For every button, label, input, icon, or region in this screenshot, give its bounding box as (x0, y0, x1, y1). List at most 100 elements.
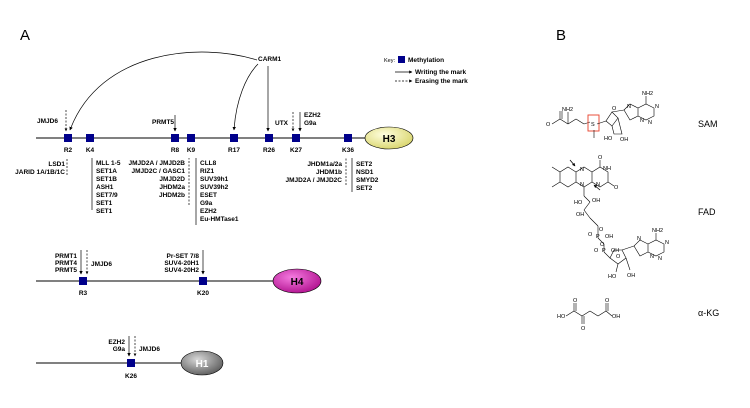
fad-atom: O (616, 254, 621, 260)
h4-label: H4 (291, 277, 304, 288)
h3-k9-eraser: JHDM2a (159, 184, 185, 191)
h3-k9-writer: EZH2 (200, 208, 217, 215)
akg-atom-labels: HO O O OH O (557, 298, 620, 332)
fad-structure (551, 160, 665, 273)
fad-atom: OH (576, 212, 584, 218)
akg-atom: HO (557, 314, 566, 320)
legend-methylation: Methylation (408, 57, 444, 64)
h3-k4-writer: SET1B (96, 176, 117, 183)
fad-atom: N (580, 167, 584, 173)
h3-k9-eraser: JMJD2D (159, 176, 185, 183)
sam-atom: O (612, 106, 617, 112)
h3-k4-writer: MLL 1-5 (96, 160, 121, 167)
h3-nucleosome (364, 126, 414, 150)
fad-arrow-1 (569, 159, 576, 167)
h3-k9-eraser: JMJD2A / JMJD2B (129, 160, 186, 167)
h3-site-r26: R26 (263, 147, 275, 154)
akg-structure (565, 303, 613, 324)
h3-label: H3 (383, 134, 396, 145)
h4-site-r3: R3 (79, 290, 88, 297)
h3-site-k9: K9 (187, 147, 196, 154)
h3-k4-writer: SET1A (96, 168, 117, 175)
h1-writer: G9a (113, 346, 126, 353)
fad-atom: N (665, 240, 669, 246)
h3-k9-erasers: JMJD2A / JMJD2B JMJD2C / GASC1 JMJD2D JH… (129, 160, 186, 199)
sam-atom: S (591, 122, 595, 128)
fad-atom: N (650, 254, 654, 260)
h3-lsd1: LSD1 (48, 161, 65, 168)
fad-atom: P (596, 234, 600, 240)
sam-atom: N (640, 118, 644, 124)
h3-k9-writer: ESET (200, 192, 217, 199)
h3-k36-writer: SMYD2 (356, 177, 379, 184)
legend-writing: Writing the mark (415, 69, 467, 76)
fad-atom: P (602, 248, 606, 254)
h3-k4-writer: SET1 (96, 200, 113, 207)
h3-g9a: G9a (304, 120, 317, 127)
h3-site-k4: K4 (86, 147, 95, 154)
legend-erasing: Erasing the mark (415, 78, 468, 85)
h1-jmjd6: JMJD6 (139, 346, 160, 353)
sam-label: SAM (698, 119, 718, 129)
h3-site-r8-box (171, 134, 179, 142)
h4-k20-writer: SUV4-20H1 (164, 260, 199, 267)
h3-site-k36-box (344, 134, 352, 142)
h3-k9-eraser: JHDM2b (159, 192, 185, 199)
h3-k4-writer: SET7/9 (96, 192, 118, 199)
sam-atom: N (648, 120, 652, 126)
h4-jmjd6: JMJD6 (91, 261, 112, 268)
h4-nucleosome (272, 268, 322, 294)
h3-site-r2-box (64, 134, 72, 142)
fad-atom: N (596, 182, 600, 188)
fad-atom: O (594, 248, 599, 254)
fad-atom-labels: O N NH N N O HO OH OH O P O OH O P O OH … (574, 155, 669, 280)
sam-atom: O (546, 122, 551, 128)
h3-track: H3 R2 K4 R8 K9 R17 R26 K27 K36 CARM1 JMJ… (15, 51, 414, 225)
sam-atom-labels: O NH2 S O N N NH2 N N HO OH (546, 91, 659, 143)
h3-k36-writer: SET2 (356, 185, 373, 192)
fad-atom: OH (627, 273, 635, 279)
h3-site-k27-box (292, 134, 300, 142)
h3-k9-writer: SUV39h1 (200, 176, 229, 183)
h3-site-r8: R8 (171, 147, 180, 154)
akg-atom: O (573, 298, 578, 304)
carm1-label: CARM1 (258, 56, 281, 63)
panel-a-label: A (20, 27, 30, 44)
h4-k20-writer: Pr-SET 7/8 (166, 253, 199, 260)
sam-atom: NH2 (642, 91, 653, 97)
sam-atom: N (627, 104, 631, 110)
fad-atom: O (599, 227, 604, 233)
fad-atom: OH (605, 234, 613, 240)
h3-k36-eraser: JMJD2A / JMJD2C (286, 177, 343, 184)
h4-r3-writer: PRMT5 (55, 267, 77, 274)
h3-site-k27: K27 (290, 147, 302, 154)
h3-k9-eraser: JMJD2C / GASC1 (132, 168, 186, 175)
fad-atom: NH2 (652, 228, 663, 234)
h3-jmjd6: JMJD6 (37, 118, 58, 125)
fad-atom: O (598, 155, 603, 161)
sam-atom: NH2 (562, 107, 573, 113)
panel-b-label: B (556, 27, 566, 44)
h3-k4-writers: MLL 1-5 SET1A SET1B ASH1 SET7/9 SET1 SET… (96, 160, 121, 215)
h4-k20-writers: Pr-SET 7/8 SUV4-20H1 SUV4-20H2 (164, 253, 199, 274)
fad-atom: N (580, 182, 584, 188)
h3-site-r2: R2 (64, 147, 73, 154)
h3-k9-writers: CLL8 RIZ1 SUV39h1 SUV39h2 ESET G9a EZH2 … (200, 160, 239, 223)
h3-site-r17: R17 (228, 147, 240, 154)
h3-utx: UTX (275, 120, 289, 127)
h4-site-k20: K20 (197, 290, 209, 297)
h3-k36-eraser: JHDM1b (316, 169, 342, 176)
fad-atom: O (588, 232, 593, 238)
h3-site-k9-box (187, 134, 195, 142)
h3-prmt5: PRMT5 (152, 119, 174, 126)
fad-label: FAD (698, 207, 716, 217)
sam-structure (551, 96, 655, 138)
fad-arrow-2 (593, 184, 601, 191)
fad-atom: N (658, 256, 662, 262)
legend-methylation-swatch (398, 56, 405, 63)
fad-atom: NH (603, 166, 611, 172)
h3-k36-eraser: JHDM1a/2a (307, 161, 342, 168)
h4-site-k20-box (199, 277, 207, 285)
carm1-arrow-r17 (232, 63, 259, 131)
